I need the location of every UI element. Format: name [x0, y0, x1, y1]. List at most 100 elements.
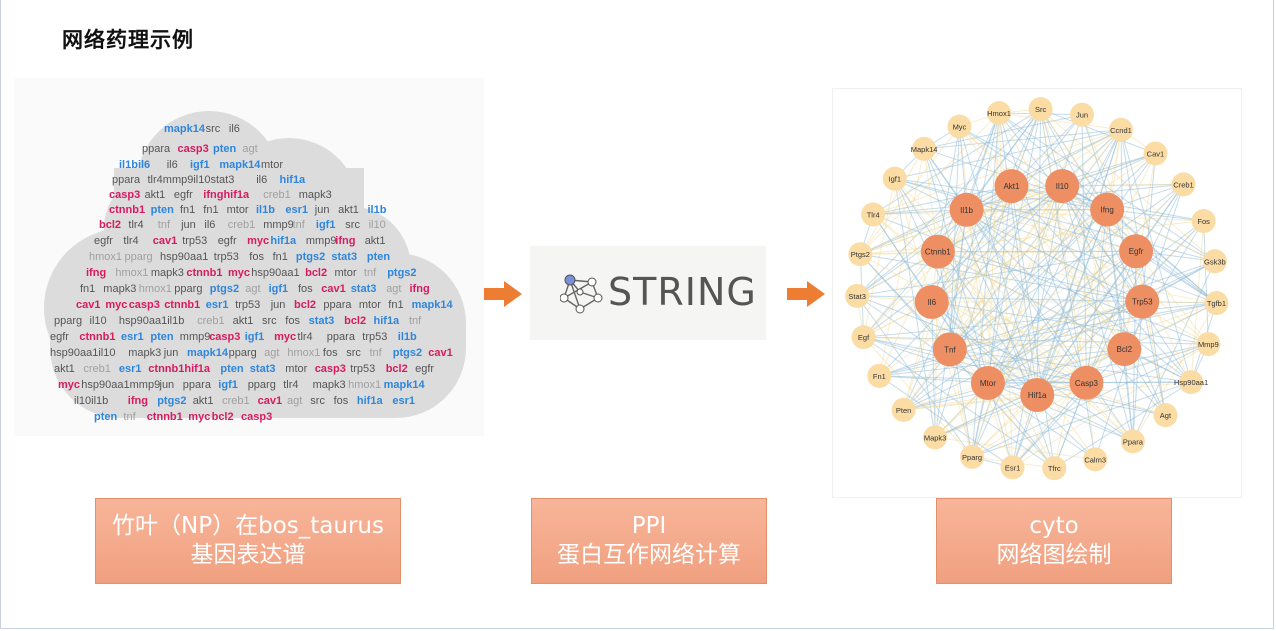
cloud-word: hsp90aa1il10: [50, 347, 115, 359]
cloud-word: myc: [247, 235, 269, 247]
cloud-word: jun: [163, 347, 179, 359]
network-node-label: Tgfb1: [1207, 299, 1226, 308]
network-node-label: Il6: [928, 298, 937, 307]
cloud-word: mapk3: [103, 283, 136, 295]
cloud-word: tnf: [123, 411, 136, 423]
cloud-word: akt1: [54, 363, 75, 375]
cloud-word: fos: [249, 251, 264, 263]
network-node-il1b: Il1b: [949, 192, 984, 227]
cloud-word: agt: [287, 395, 302, 407]
network-node-label: Tnf: [944, 345, 956, 354]
cloud-word: igf1: [245, 331, 265, 343]
network-node-il6: Il6: [914, 284, 949, 319]
network-node-circle: [851, 325, 876, 350]
network-edge: [863, 251, 939, 338]
network-edge: [966, 112, 1000, 210]
network-edge: [873, 185, 1012, 215]
caption-ppi: PPI 蛋白互作网络计算: [531, 498, 767, 584]
cloud-word: src: [346, 347, 361, 359]
cloud-word: tnf: [158, 219, 171, 231]
network-edge: [931, 209, 1108, 303]
network-node-label: Pparg: [962, 453, 982, 462]
network-node-circle: [960, 444, 985, 469]
network-node-circle: [1042, 456, 1067, 481]
network-edge: [863, 336, 1125, 350]
cloud-word: myc: [58, 379, 80, 391]
network-edge: [1011, 183, 1184, 187]
cloud-word: ctnnb1: [186, 267, 222, 279]
network-node-tgfb1: Tgfb1: [1204, 291, 1229, 316]
cloud-word: mapk14: [187, 347, 229, 359]
network-edge: [903, 301, 933, 411]
cloud-word: akt1: [193, 395, 214, 407]
network-node-circle: [845, 283, 870, 308]
cloud-word: agt: [264, 347, 279, 359]
cloud-word: jun: [180, 219, 196, 231]
network-edge: [937, 185, 1063, 253]
cloud-word: trp53: [182, 235, 207, 247]
network-node-casp3: Casp3: [1069, 365, 1104, 400]
cloud-word: myc: [105, 299, 127, 311]
cloud-word: mtor: [285, 363, 307, 375]
cloud-word: casp3: [209, 331, 240, 343]
network-node-tlr4: Tlr4: [861, 202, 886, 227]
cloud-word: hmox1: [287, 347, 320, 359]
network-edge: [863, 336, 1087, 384]
caption-expression-profile: 竹叶（NP）在bos_taurus 基因表达谱: [95, 498, 401, 584]
network-node-circle: [1153, 403, 1178, 428]
cloud-word: tlr4: [297, 331, 312, 343]
network-edge: [1141, 153, 1156, 302]
network-node-circle: [848, 242, 873, 267]
network-edge: [987, 250, 1137, 384]
network-node-circle: [1107, 332, 1142, 367]
cloud-word: il6: [167, 159, 178, 171]
network-node-circle: [1045, 169, 1080, 204]
cloud-word: esr1: [392, 395, 415, 407]
network-edge: [872, 213, 1209, 345]
network-node-label: Il1b: [960, 206, 973, 215]
network-edge: [1036, 129, 1122, 396]
cloud-word: bcl2: [212, 411, 234, 423]
cloud-word: mapk3: [151, 267, 184, 279]
cloud-word: mmp9: [263, 219, 294, 231]
cloud-word: egfr: [218, 235, 237, 247]
cloud-word: il6: [204, 219, 215, 231]
network-node-circle: [1070, 102, 1095, 127]
network-node-akt1: Akt1: [994, 169, 1029, 204]
network-node-esr1: Esr1: [1000, 455, 1025, 480]
network-edge: [1106, 209, 1216, 262]
network-node-ptgs2: Ptgs2: [848, 242, 873, 267]
cloud-word: egfr: [50, 331, 69, 343]
network-node-mmp9: Mmp9: [1196, 332, 1221, 357]
cloud-word: esr1: [121, 331, 144, 343]
network-node-circle: [920, 234, 955, 269]
cloud-word: casp3: [129, 299, 160, 311]
cloud-word: casp3: [178, 143, 209, 155]
network-edge: [903, 348, 1125, 411]
cloud-word: fn1: [273, 251, 288, 263]
cloud-word: fos: [323, 347, 338, 359]
network-node-hmox1: Hmox1: [987, 101, 1012, 126]
cloud-word: il10: [90, 315, 107, 327]
cloud-word: esr1: [206, 299, 229, 311]
cloud-word: jun: [159, 379, 175, 391]
network-node-label: Egfr: [1129, 247, 1144, 256]
cloud-word: stat3: [331, 251, 357, 263]
network-node-circle: [891, 397, 916, 422]
network-node-circle: [1028, 97, 1053, 122]
network-node-circle: [1090, 192, 1125, 227]
cloud-word: ifng: [410, 283, 430, 295]
network-edge: [931, 301, 973, 458]
network-edge: [1012, 185, 1063, 468]
network-edge: [998, 112, 1125, 350]
cloud-word: mtor: [227, 204, 249, 216]
network-edge: [971, 382, 1087, 458]
network-node-label: Mmp9: [1198, 340, 1219, 349]
network-edge: [998, 113, 1014, 468]
cloud-word: creb1: [263, 189, 291, 201]
cloud-word: ppara: [112, 174, 141, 186]
network-node-label: Pten: [896, 406, 911, 415]
cloud-word: hif1a: [280, 174, 307, 186]
